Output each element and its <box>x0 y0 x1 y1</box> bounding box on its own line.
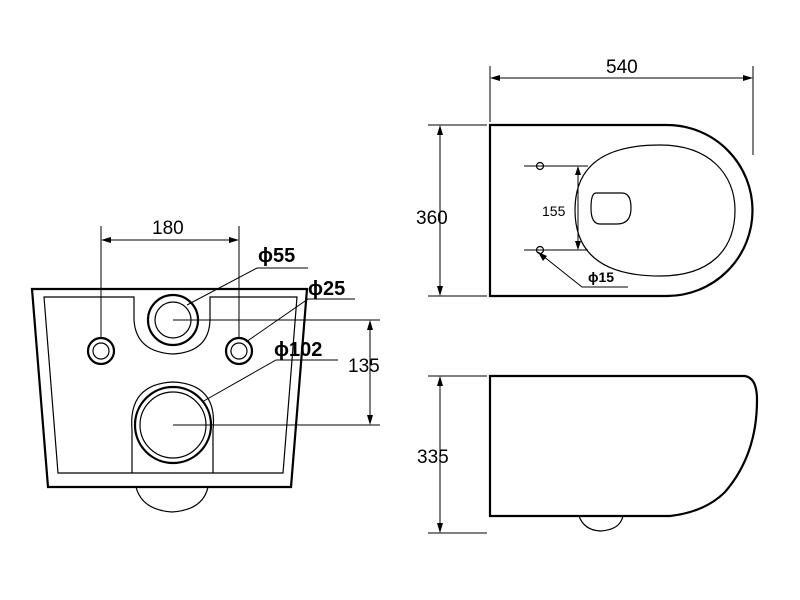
dim-360-label: 360 <box>416 208 448 229</box>
phi55-label: ϕ55 <box>258 245 295 267</box>
top-view-bowl-rim <box>574 144 736 277</box>
phi15-leader-arrow <box>538 252 547 261</box>
dim-155-label: 155 <box>542 203 566 219</box>
front-view-bottom-bulge <box>135 486 209 513</box>
phi55-leader <box>186 267 308 306</box>
phi102-label: ϕ102 <box>274 339 322 361</box>
dim-135-label: 135 <box>348 356 380 377</box>
phi102-leader <box>201 359 338 403</box>
dim-155-arrow-bottom <box>575 241 581 250</box>
top-view-drain <box>590 192 632 225</box>
dim-360-arrow-top <box>437 125 443 135</box>
front-view: 180 135 ϕ55 ϕ25 ϕ102 <box>30 218 380 513</box>
fixing-hole-right-inner <box>230 342 248 360</box>
top-view-outline <box>488 123 754 298</box>
phi15-leader <box>537 251 628 288</box>
dim-335-label: 335 <box>417 447 449 468</box>
top-view: 155 ϕ15 540 360 <box>416 57 754 298</box>
front-view-outer-body <box>30 287 309 489</box>
fixing-hole-left-inner <box>92 342 110 360</box>
side-view: 335 <box>417 374 759 534</box>
outlet-collar <box>131 381 215 473</box>
phi15-label: ϕ15 <box>588 269 614 285</box>
dim-180-arrow-right <box>229 237 239 243</box>
side-view-foot <box>578 515 624 532</box>
phi25-label: ϕ25 <box>308 278 345 300</box>
dim-180-label: 180 <box>152 218 184 239</box>
dim-180-arrow-left <box>101 237 111 243</box>
dim-360-arrow-bottom <box>437 286 443 296</box>
dim-540-arrow-left <box>490 75 500 81</box>
dim-335-arrow-top <box>437 376 443 386</box>
fixing-hole-right-outer <box>224 336 254 366</box>
dim-135-arrow-bottom <box>367 415 373 425</box>
dim-155-arrow-top <box>575 166 581 175</box>
front-view-inner-contour <box>43 296 298 474</box>
dim-135-arrow-top <box>367 320 373 330</box>
phi25-leader <box>245 298 355 343</box>
fixing-hole-left-outer <box>86 336 116 366</box>
dim-335-arrow-bottom <box>437 523 443 533</box>
dim-540-label: 540 <box>606 57 638 78</box>
side-view-outline <box>488 374 759 518</box>
dim-540-arrow-right <box>743 75 753 81</box>
